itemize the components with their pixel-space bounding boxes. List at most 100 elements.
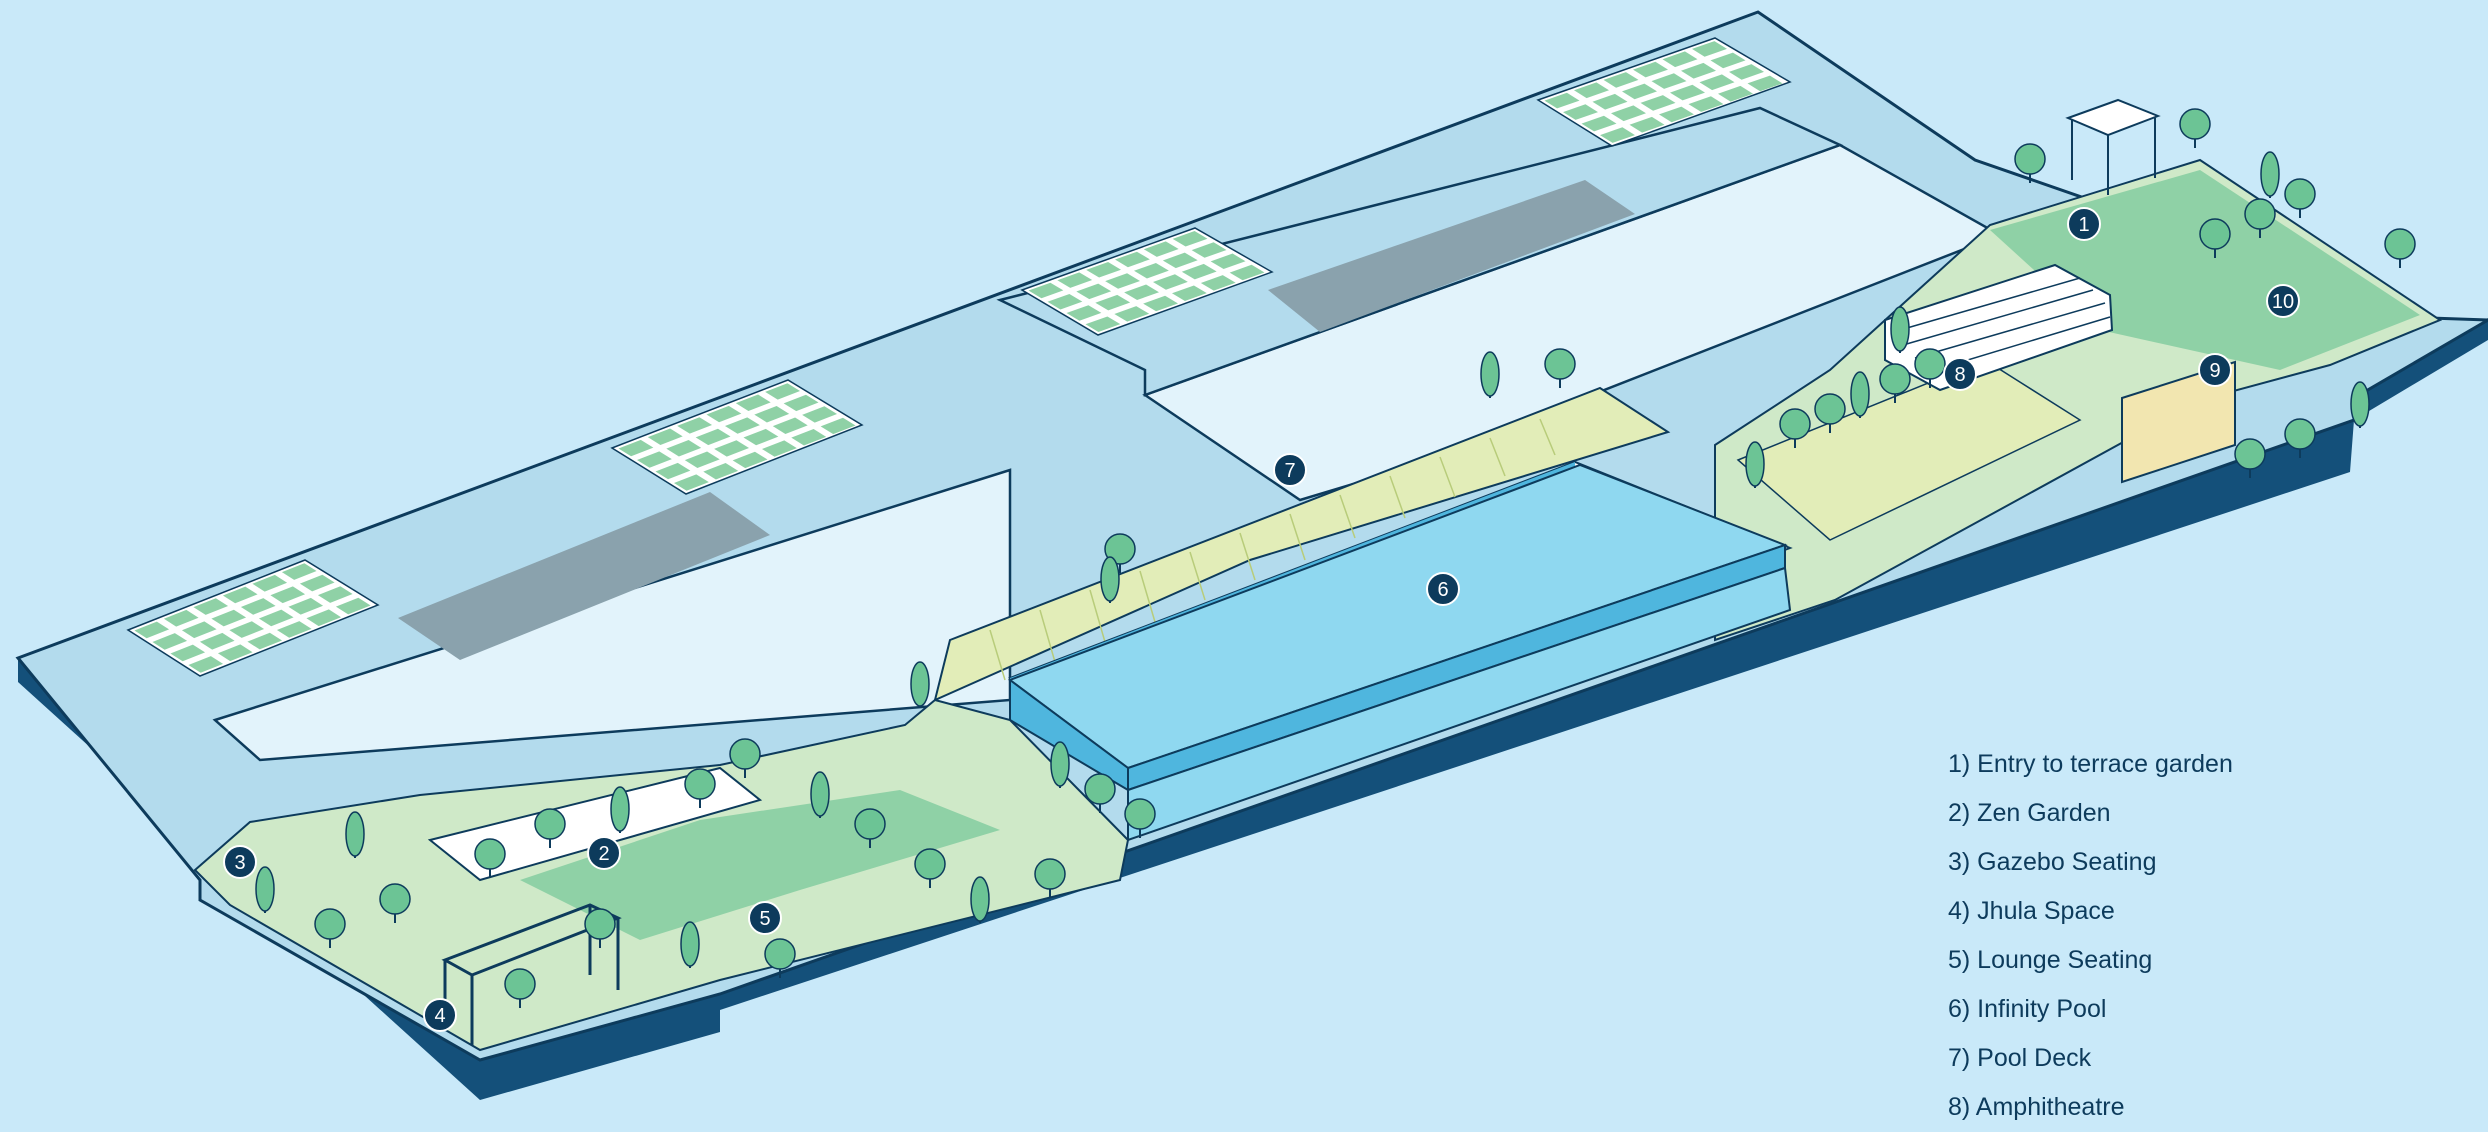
marker-number: 3 xyxy=(234,852,245,874)
solar-cell xyxy=(193,598,229,615)
solar-cell xyxy=(222,586,258,604)
tree-icon xyxy=(2199,218,2231,258)
solar-cell xyxy=(211,609,247,627)
solar-cell xyxy=(618,439,654,457)
solar-cell xyxy=(1563,104,1598,120)
solar-cell xyxy=(1611,105,1646,122)
solar-cell xyxy=(1629,116,1665,133)
solar-cell xyxy=(1633,61,1668,78)
tree-icon xyxy=(474,838,506,878)
solar-cell xyxy=(288,597,324,615)
solar-cell xyxy=(666,440,702,457)
marker-7: 7 xyxy=(1273,453,1307,487)
tree-icon xyxy=(684,768,716,808)
tree-icon xyxy=(914,848,946,888)
legend-item: 6) Infinity Pool xyxy=(1948,995,2107,1023)
infinity-pool xyxy=(1007,460,1793,842)
tree-icon xyxy=(1779,408,1811,448)
tree-icon xyxy=(584,908,616,948)
solar-cell xyxy=(1047,293,1083,310)
solar-cell xyxy=(655,462,691,480)
solar-cell xyxy=(724,417,760,434)
marker-number: 6 xyxy=(1437,579,1448,601)
gazebo-icon xyxy=(2065,98,2161,195)
legend-item: 5) Lounge Seating xyxy=(1948,946,2153,974)
solar-cell xyxy=(229,621,265,638)
solar-cell xyxy=(1162,252,1198,269)
solar-cell xyxy=(1115,251,1150,268)
solar-cell xyxy=(1200,275,1236,291)
tree-icon xyxy=(1050,741,1070,788)
solar-cell xyxy=(1681,62,1716,79)
marker-number: 9 xyxy=(2209,360,2220,382)
solar-cell xyxy=(1172,231,1208,247)
solar-cell xyxy=(1692,41,1727,57)
solar-panel-icon xyxy=(126,37,1792,677)
marker-1: 1 xyxy=(2067,207,2101,241)
solar-cell xyxy=(1670,84,1705,101)
solar-cell xyxy=(1086,262,1121,278)
marker-number: 5 xyxy=(759,908,770,930)
tree-icon xyxy=(314,908,346,948)
solar-cell xyxy=(1229,264,1265,281)
tree-icon xyxy=(2284,418,2316,458)
solar-cell xyxy=(1181,263,1217,280)
solar-cell xyxy=(1124,284,1159,301)
marker-2: 2 xyxy=(587,836,621,870)
tree-icon xyxy=(2284,178,2316,218)
solar-cell xyxy=(761,440,797,457)
tree-icon xyxy=(1914,348,1946,388)
solar-cell xyxy=(1172,285,1207,301)
solar-cell xyxy=(188,656,224,673)
solar-cell xyxy=(772,417,808,434)
solar-cell xyxy=(335,597,371,615)
tree-icon xyxy=(1745,441,1765,488)
solar-cell xyxy=(1592,93,1628,110)
solar-cell xyxy=(306,609,342,627)
solar-cell xyxy=(1028,282,1064,299)
solar-cell xyxy=(1651,73,1687,89)
tree-icon xyxy=(1850,371,1870,418)
solar-cell xyxy=(1574,82,1609,99)
solar-cell xyxy=(1134,262,1169,279)
marker-3: 3 xyxy=(223,845,257,879)
solar-cell xyxy=(1153,274,1188,290)
tree-icon xyxy=(1084,773,1116,813)
solar-cell xyxy=(1143,241,1179,257)
solar-cell xyxy=(1105,273,1140,289)
solar-cell xyxy=(1544,92,1580,109)
solar-cell xyxy=(199,632,235,650)
solar-cell xyxy=(247,632,283,650)
tree-icon xyxy=(345,811,365,858)
solar-cell xyxy=(1729,64,1764,80)
solar-cell xyxy=(714,440,750,457)
solar-cell xyxy=(677,417,713,434)
solar-cell xyxy=(170,644,206,662)
solar-cell xyxy=(281,563,317,580)
marker-number: 2 xyxy=(598,843,609,865)
tree-icon xyxy=(1124,798,1156,838)
solar-cell xyxy=(1662,51,1698,68)
solar-cell xyxy=(802,406,838,423)
solar-cell xyxy=(1085,316,1121,332)
solar-cell xyxy=(1659,106,1694,123)
tree-icon xyxy=(255,108,2416,1008)
solar-cell xyxy=(732,451,768,469)
solar-cell xyxy=(1710,52,1746,69)
tree-icon xyxy=(2384,228,2416,268)
marker-8: 8 xyxy=(1943,357,1977,391)
solar-cell xyxy=(673,474,709,491)
solar-cell xyxy=(1114,306,1150,322)
solar-cell xyxy=(1718,85,1753,102)
marker-number: 1 xyxy=(2078,214,2089,236)
solar-cell xyxy=(317,586,353,603)
tree-icon xyxy=(2014,143,2046,183)
amphitheatre-screen xyxy=(2121,360,2236,484)
solar-cell xyxy=(152,633,188,650)
solar-cell xyxy=(252,574,288,592)
solar-cell xyxy=(1143,295,1178,312)
solar-cell xyxy=(1210,253,1246,270)
tree-icon xyxy=(680,921,700,968)
marker-6: 6 xyxy=(1426,572,1460,606)
